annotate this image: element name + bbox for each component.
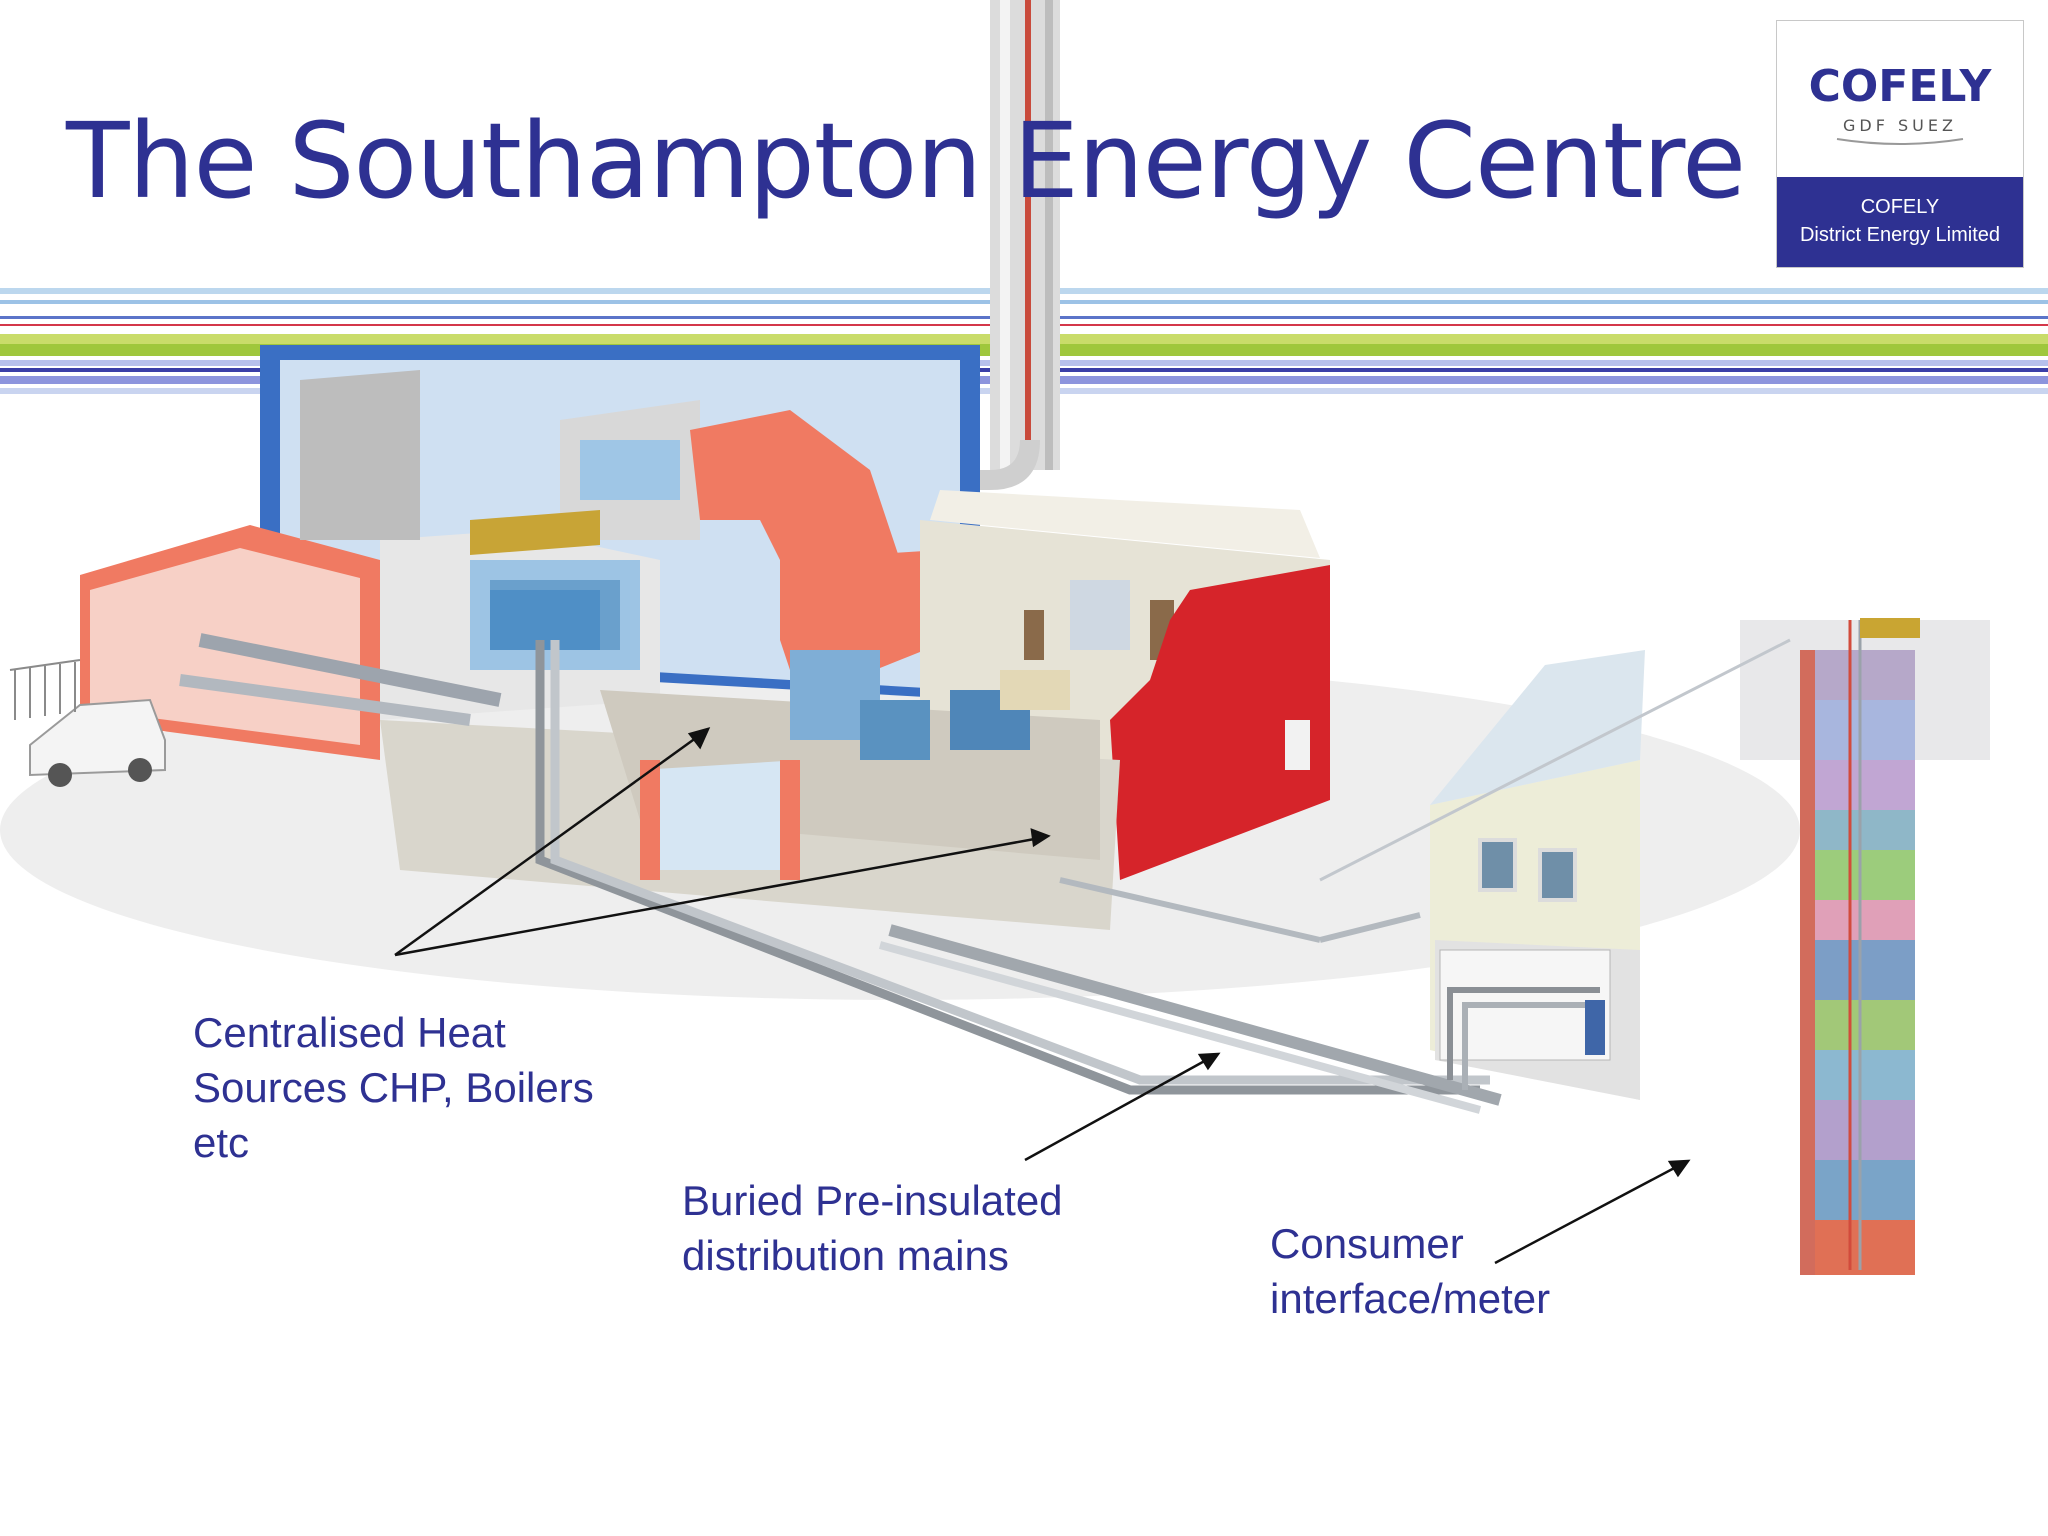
label-consumer-interface: Consumer interface/meter [1270, 1220, 1551, 1322]
logo-caption: COFELY District Energy Limited [1777, 177, 2023, 267]
consumer-building [1059, 650, 1645, 1100]
logo-line-1: COFELY [1860, 196, 1940, 218]
page-title: The Southampton Energy Centre [66, 100, 1746, 222]
label-heat-sources: Centralised Heat Sources CHP, Boilers et… [193, 1009, 594, 1166]
cofely-logo: COFELY GDF SUEZ COFELY District Energy L… [1776, 20, 2024, 268]
annotation-arrows [394, 727, 1691, 1265]
fence [9, 659, 81, 720]
cofely-wordmark: COFELY GDF SUEZ [1809, 61, 1993, 145]
logo-line-2: District Energy Limited [1799, 224, 2001, 246]
van [29, 698, 166, 787]
tower-section [1319, 618, 1990, 1275]
main-building [80, 345, 1502, 1114]
chimney [870, 0, 1060, 490]
label-distribution-mains: Buried Pre-insulated distribution mains [682, 1177, 1063, 1279]
svg-text:COFELY: COFELY [1809, 61, 1993, 112]
svg-text:GDF SUEZ: GDF SUEZ [1843, 116, 1957, 135]
